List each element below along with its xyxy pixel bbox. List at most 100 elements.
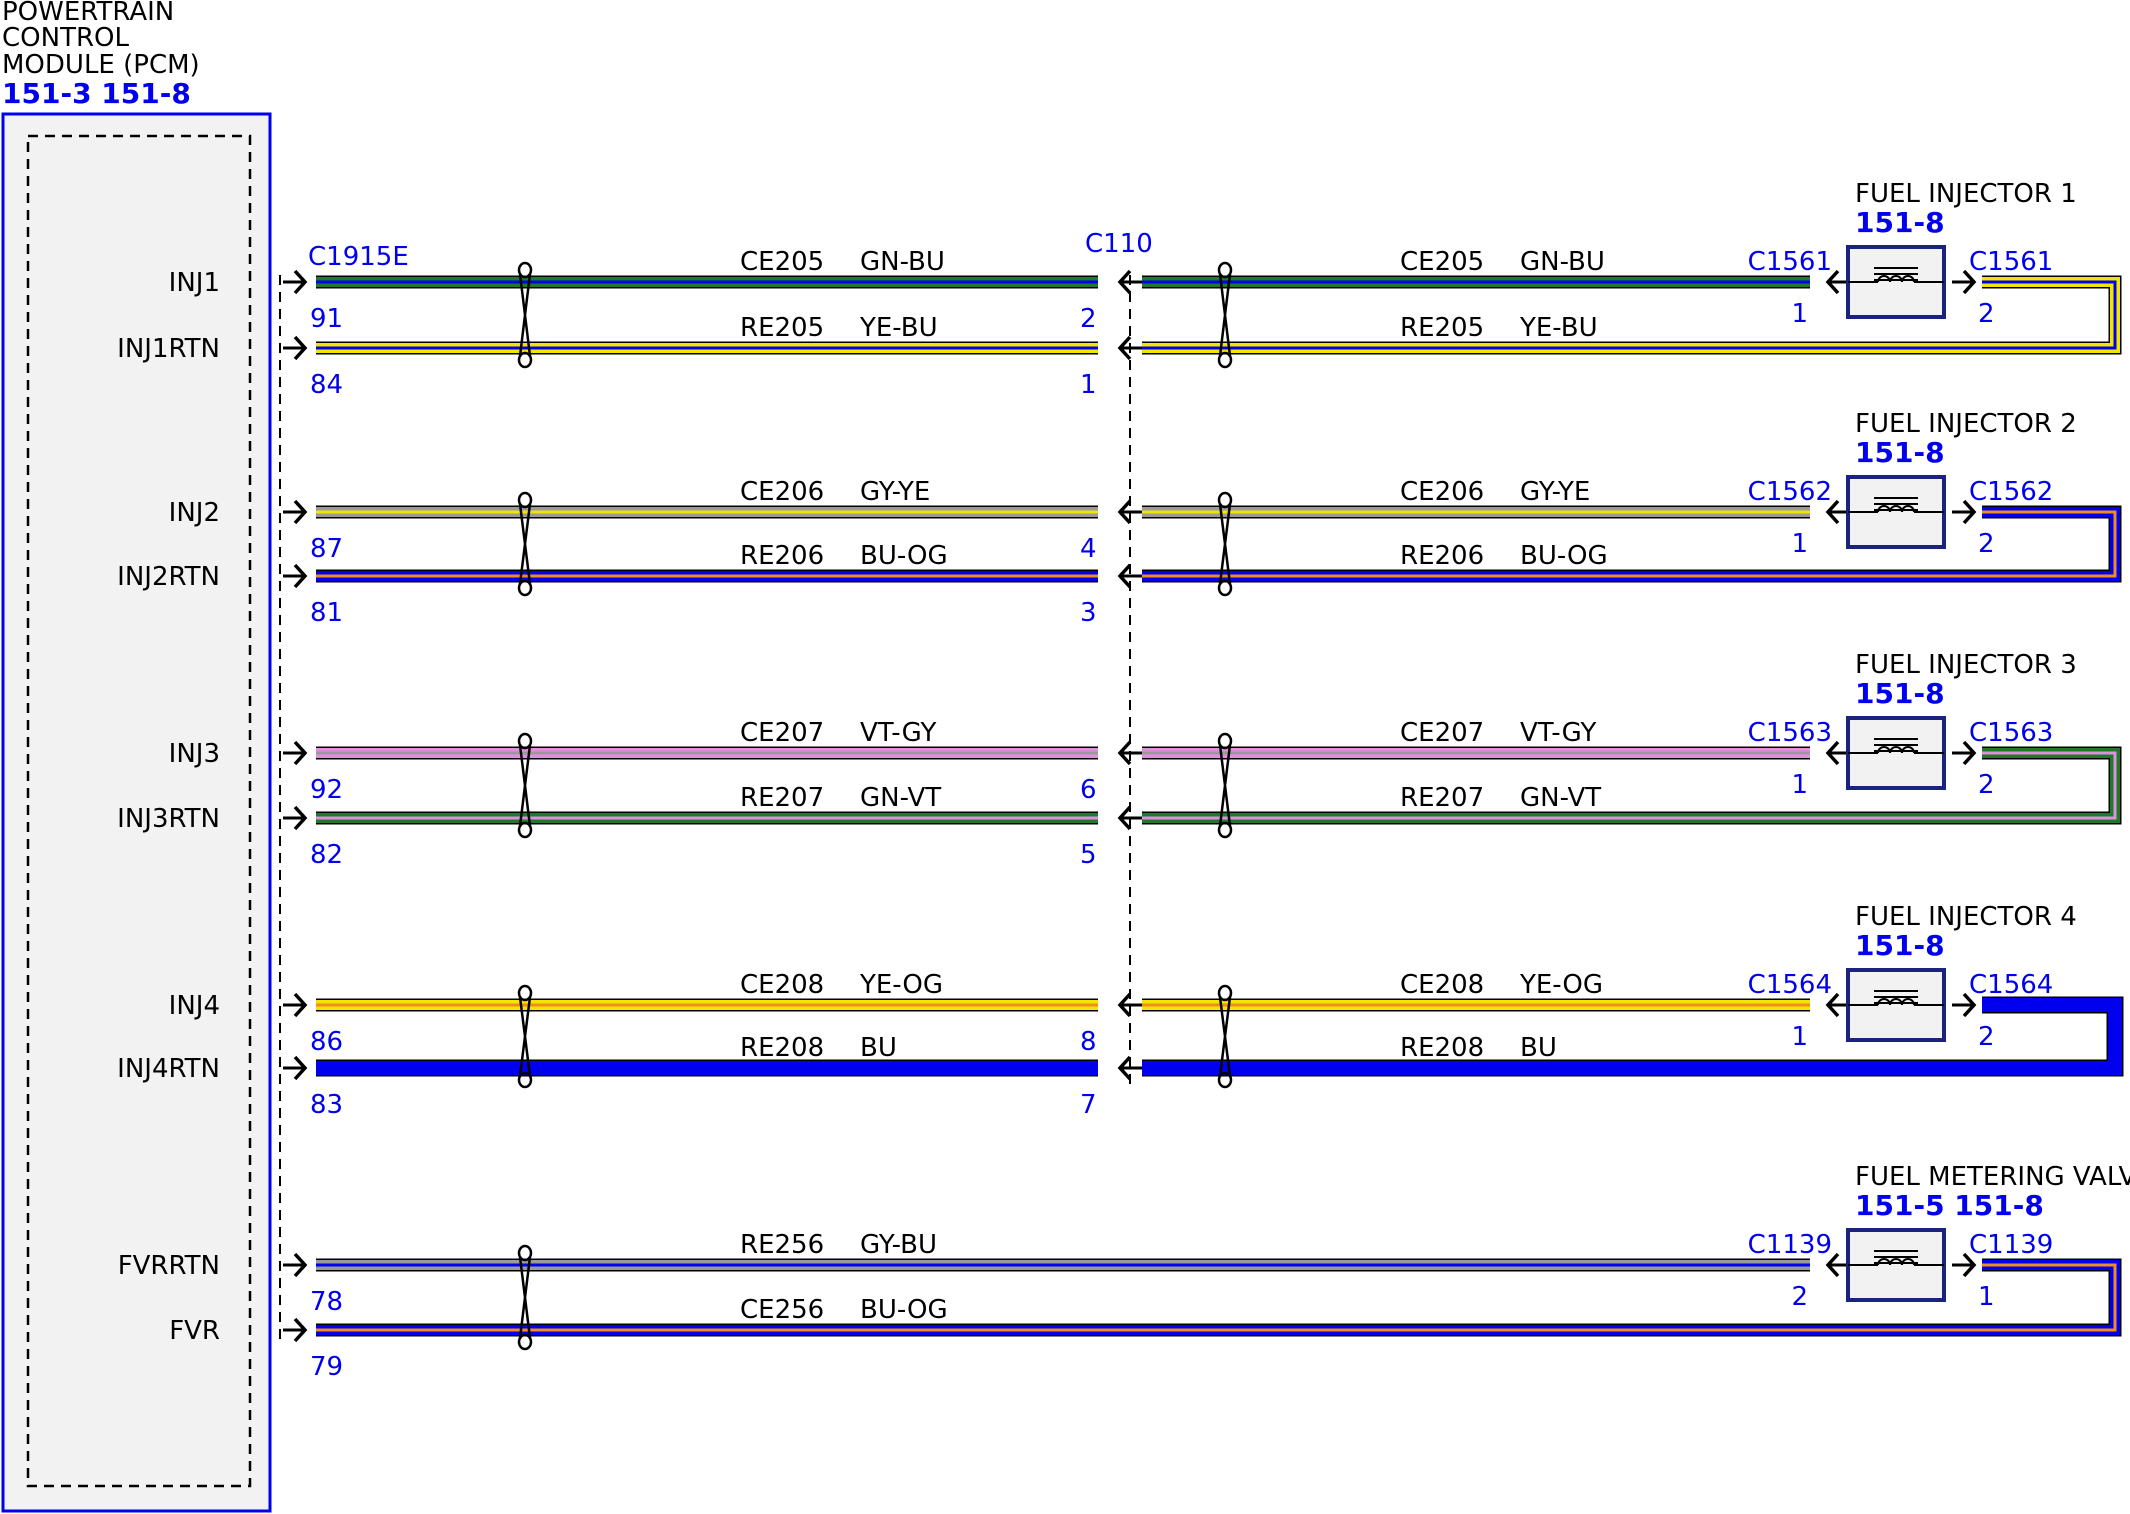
circuit-id-right: CE208 xyxy=(1400,970,1484,1000)
device-connector-label-right: C1562 xyxy=(1969,477,2053,507)
device-connector-label-right: C1564 xyxy=(1969,970,2053,1000)
return-loop-wire[interactable] xyxy=(1810,1258,2122,1337)
pcm-refs: 151-3 151-8 xyxy=(2,77,191,110)
twisted-pair-icon xyxy=(1217,984,1233,1089)
device-pin-number-right: 2 xyxy=(1978,529,1995,559)
device-connector-label-left: C1562 xyxy=(1748,477,1832,507)
device-refs: 151-8 xyxy=(1855,677,1945,710)
pcm-title-line-2: CONTROL xyxy=(2,23,129,53)
c110-pin-number: 8 xyxy=(1080,1027,1097,1057)
twisted-pair-icon xyxy=(517,984,533,1089)
pcm-pin-arrow xyxy=(283,740,308,766)
color-code-right: BU xyxy=(1520,1033,1557,1063)
pcm-inner-dashed-box xyxy=(26,134,252,1488)
c110-pin-arrow xyxy=(1117,805,1142,831)
circuit-id-left: CE208 xyxy=(740,970,824,1000)
device-name: FUEL INJECTOR 4 xyxy=(1855,902,2077,932)
twisted-pair-icon xyxy=(1217,491,1233,597)
device-name: FUEL INJECTOR 2 xyxy=(1855,409,2077,439)
return-loop-wire[interactable] xyxy=(1810,996,2124,1077)
twisted-pair-icon xyxy=(517,1244,533,1351)
device-connector-label-left: C1564 xyxy=(1748,970,1832,1000)
device-connector-label-right: C1139 xyxy=(1969,1230,2053,1260)
c110-pin-number: 1 xyxy=(1080,370,1097,400)
c110-pin-number: 2 xyxy=(1080,304,1097,334)
pcm-pin-number: 86 xyxy=(310,1027,343,1057)
pcm-module-box[interactable] xyxy=(1,112,272,1513)
device-refs: 151-8 xyxy=(1855,206,1945,239)
circuit-id-right: RE207 xyxy=(1400,783,1484,813)
pcm-pin-arrow xyxy=(283,335,308,361)
circuit-id: CE256 xyxy=(740,1295,824,1325)
return-loop-wire[interactable] xyxy=(1810,746,2122,825)
pcm-pin-arrow xyxy=(283,1055,308,1081)
device-pin-number-left: 1 xyxy=(1791,770,1808,800)
c110-pin-arrow xyxy=(1117,499,1142,525)
pcm-pin-number: 91 xyxy=(310,304,343,334)
circuit-id-left: CE207 xyxy=(740,718,824,748)
pcm-pin-arrow xyxy=(283,805,308,831)
pcm-pin-number: 81 xyxy=(310,598,343,628)
c110-pin-number: 4 xyxy=(1080,534,1097,564)
circuit-id-left: RE205 xyxy=(740,313,824,343)
twisted-pair-icon xyxy=(517,732,533,839)
c110-pin-arrow xyxy=(1117,740,1142,766)
device-pin-number-left: 1 xyxy=(1791,1022,1808,1052)
circuit-id-right: CE205 xyxy=(1400,247,1484,277)
pcm-pin-number: 82 xyxy=(310,840,343,870)
circuit-id-right: CE206 xyxy=(1400,477,1484,507)
color-code-right: YE-OG xyxy=(1519,970,1603,1000)
circuit-id-right: RE206 xyxy=(1400,541,1484,571)
device-connector-label-left: C1561 xyxy=(1748,247,1832,277)
pcm-pin-arrow xyxy=(283,992,308,1018)
circuit-id-right: RE205 xyxy=(1400,313,1484,343)
color-code-right: GN-VT xyxy=(1520,783,1601,813)
pcm-pin-arrow xyxy=(283,563,308,589)
color-code-left: GN-VT xyxy=(860,783,941,813)
circuit-id-left: CE205 xyxy=(740,247,824,277)
device-connector-label-left: C1563 xyxy=(1748,718,1832,748)
color-code-right: VT-GY xyxy=(1520,718,1596,748)
injector-coil-icon xyxy=(1848,267,1944,283)
twisted-pair-icon xyxy=(1217,261,1233,369)
circuit-id-right: CE207 xyxy=(1400,718,1484,748)
device-pin-number-left: 1 xyxy=(1791,529,1808,559)
pcm-pin-number: 84 xyxy=(310,370,343,400)
return-loop-wire[interactable] xyxy=(1810,505,2122,583)
device-refs: 151-5 151-8 xyxy=(1855,1189,2044,1222)
return-loop-wire[interactable] xyxy=(1810,275,2122,355)
device-name: FUEL METERING VALVE xyxy=(1855,1162,2130,1192)
pcm-pin-name: INJ4RTN xyxy=(117,1054,220,1084)
device-pin-number-right: 2 xyxy=(1978,770,1995,800)
color-code: BU-OG xyxy=(860,1295,948,1325)
device-connector-label-right: C1563 xyxy=(1969,718,2053,748)
pcm-header: POWERTRAIN CONTROL MODULE (PCM) 151-3 15… xyxy=(2,0,200,110)
twisted-pair-icon xyxy=(517,491,533,597)
pcm-title-line-1: POWERTRAIN xyxy=(2,0,174,27)
pcm-pin-number: 83 xyxy=(310,1090,343,1120)
color-code-left: GY-YE xyxy=(860,477,930,507)
color-code-left: GN-BU xyxy=(860,247,945,277)
device-pin-arrow-right xyxy=(1952,740,1977,766)
pcm-pin-number: 79 xyxy=(310,1352,343,1382)
c110-pin-number: 6 xyxy=(1080,775,1097,805)
c110-pin-arrow xyxy=(1117,563,1142,589)
color-code-left: YE-BU xyxy=(859,313,938,343)
circuit-id: RE256 xyxy=(740,1230,824,1260)
pcm-pin-name: INJ4 xyxy=(169,991,220,1021)
c110-pin-number: 5 xyxy=(1080,840,1097,870)
c110-pin-number: 3 xyxy=(1080,598,1097,628)
pcm-pin-name: INJ1 xyxy=(169,268,220,298)
pcm-pin-name: INJ3 xyxy=(169,739,220,769)
pcm-pin-name: INJ1RTN xyxy=(117,334,220,364)
